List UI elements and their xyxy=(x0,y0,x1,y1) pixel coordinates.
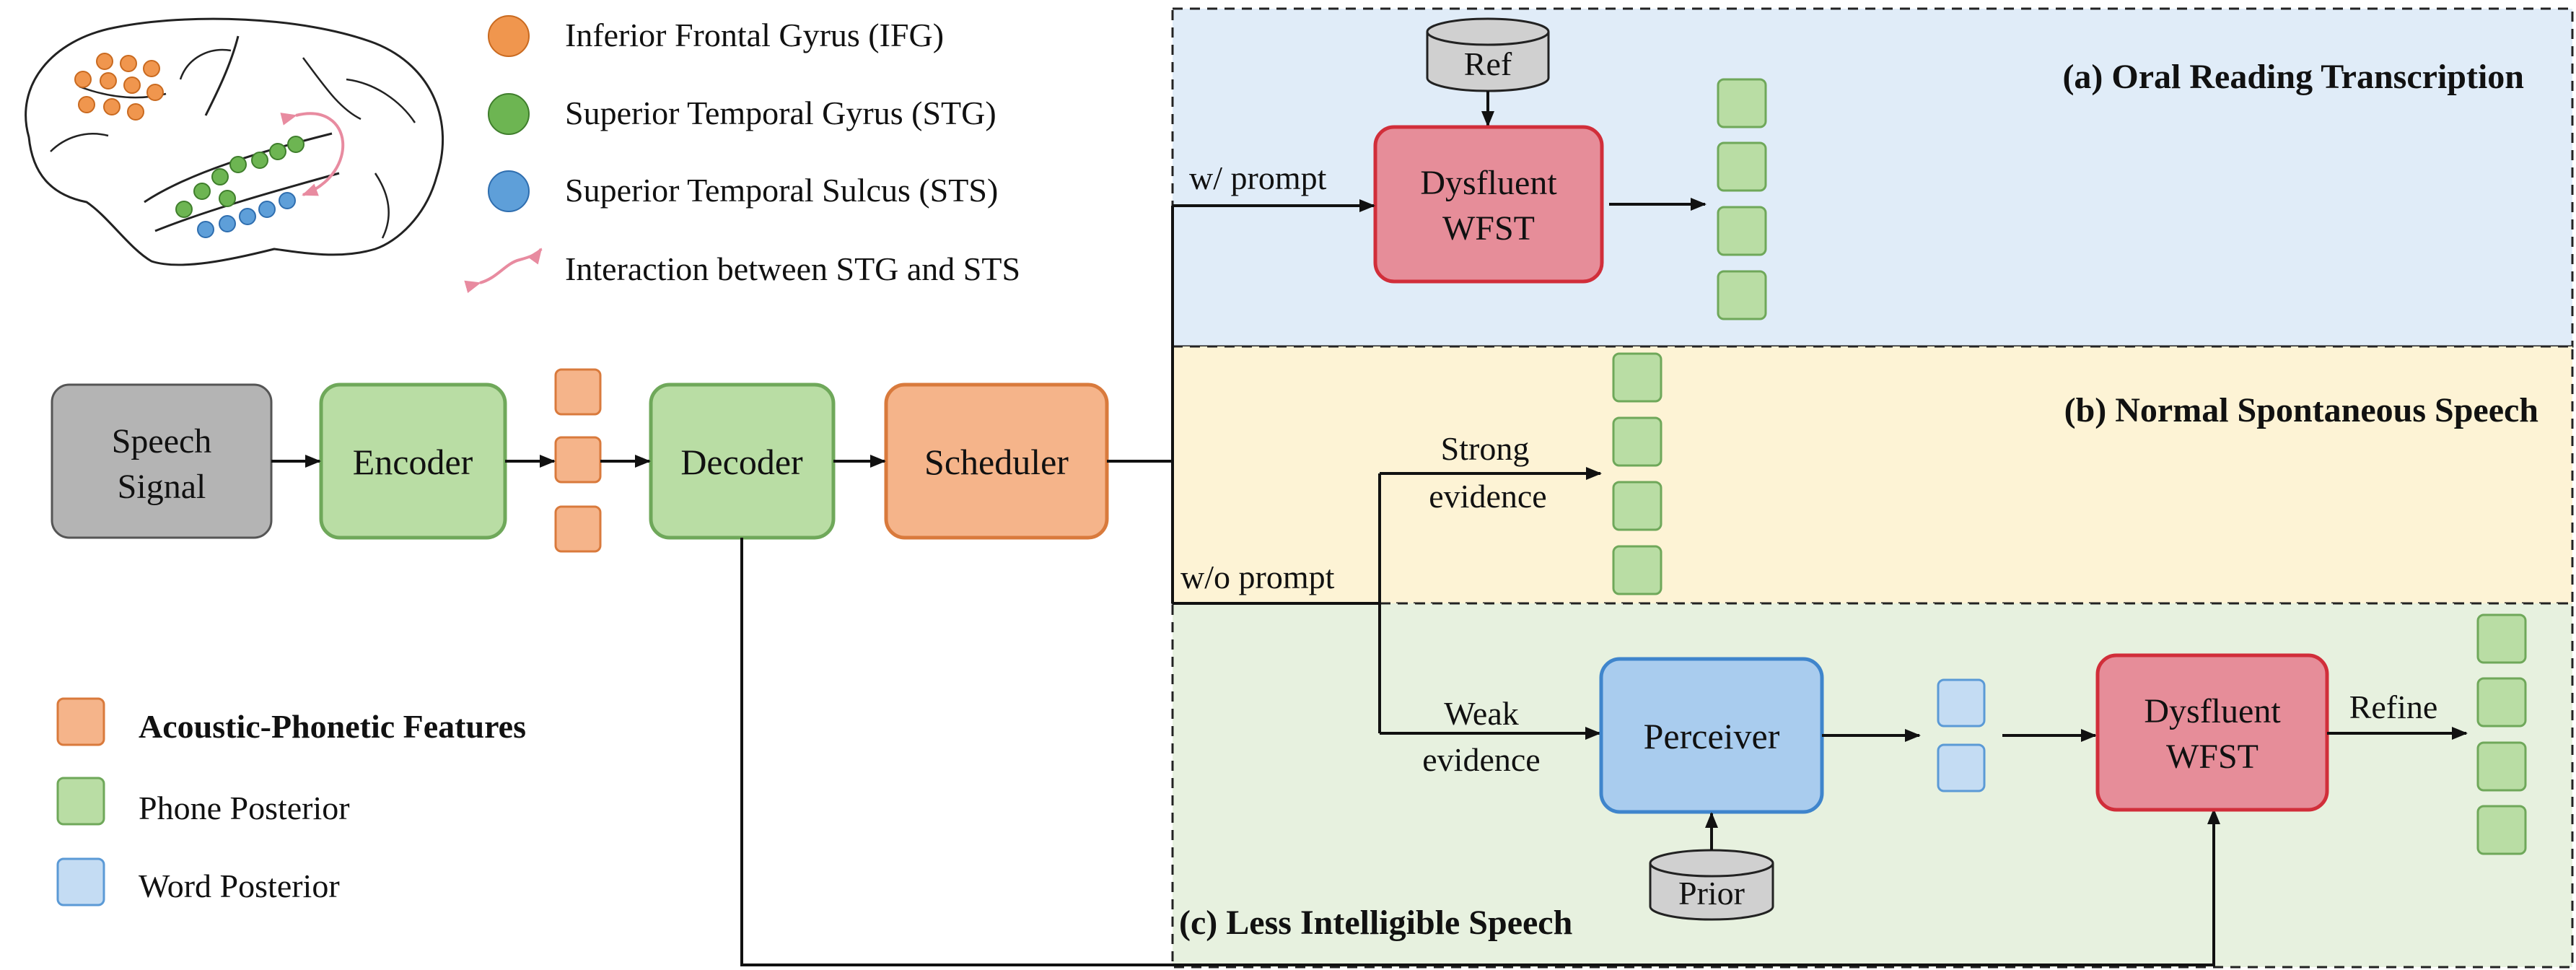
wfst-c-label-line1: Dysfluent xyxy=(2144,692,2281,730)
decoder-label: Decoder xyxy=(680,442,803,482)
word-legend-label: Word Posterior xyxy=(139,868,340,904)
ifg-legend-dot xyxy=(488,15,530,57)
strong-evidence-label-line2: evidence xyxy=(1429,478,1546,515)
refine-label: Refine xyxy=(2349,689,2438,725)
panel-c-title: (c) Less Intelligible Speech xyxy=(1179,904,1572,942)
wfst-c-label-line2: WFST xyxy=(2166,738,2259,776)
encoder-label: Encoder xyxy=(353,442,473,482)
word-legend-swatch xyxy=(56,857,105,906)
scheduler-label: Scheduler xyxy=(924,442,1069,482)
speech-signal-label-line2: Signal xyxy=(118,468,206,506)
sts-legend-label: Superior Temporal Sulcus (STS) xyxy=(565,172,998,209)
wfst-a-node: Dysfluent WFST xyxy=(1373,125,1604,284)
wfst-c-node: Dysfluent WFST xyxy=(2095,653,2329,812)
panel-b-title: (b) Normal Spontaneous Speech xyxy=(2064,391,2538,429)
phone-posterior-stack-a xyxy=(1717,78,1767,320)
interaction-legend-icon xyxy=(464,248,543,294)
phone-posterior-stack-c xyxy=(2476,613,2527,855)
weak-evidence-label-line2: evidence xyxy=(1422,741,1540,778)
panel-c xyxy=(1171,602,2574,969)
without-prompt-label: w/o prompt xyxy=(1180,559,1335,595)
word-posterior-stack xyxy=(1937,678,1986,792)
speech-signal-label-line1: Speech xyxy=(112,422,212,460)
wfst-a-label-line2: WFST xyxy=(1442,209,1535,248)
pipeline-arrows xyxy=(271,206,2220,966)
scheduler-node: Scheduler xyxy=(884,383,1109,540)
stg-legend-label: Superior Temporal Gyrus (STG) xyxy=(565,95,996,131)
legend-top: Inferior Frontal Gyrus (IFG) Superior Te… xyxy=(464,15,1020,294)
prior-label: Prior xyxy=(1678,875,1745,912)
decoder-node: Decoder xyxy=(649,383,836,540)
phone-legend-label: Phone Posterior xyxy=(139,790,350,826)
perceiver-label: Perceiver xyxy=(1644,716,1780,756)
panel-a-title: (a) Oral Reading Transcription xyxy=(2062,58,2524,96)
acoustic-legend-swatch xyxy=(56,697,105,746)
ref-label: Ref xyxy=(1464,45,1512,82)
ifg-legend-label: Inferior Frontal Gyrus (IFG) xyxy=(565,17,944,53)
strong-evidence-label-line1: Strong xyxy=(1441,430,1530,467)
perceiver-node: Perceiver xyxy=(1599,657,1824,814)
speech-signal-node: Speech Signal xyxy=(51,383,273,539)
ifg-dots xyxy=(74,53,164,121)
stg-legend-dot xyxy=(488,93,530,135)
sts-legend-dot xyxy=(488,170,530,212)
sts-dots xyxy=(197,192,296,238)
phone-legend-swatch xyxy=(56,777,105,826)
encoder-node: Encoder xyxy=(319,383,507,540)
weak-evidence-label-line1: Weak xyxy=(1444,695,1519,732)
ref-cylinder: Ref xyxy=(1426,17,1550,92)
acoustic-legend-label: Acoustic-Phonetic Features xyxy=(139,708,526,745)
brain-illustration xyxy=(25,17,444,266)
acoustic-feature-stack xyxy=(554,368,602,553)
legend-bottom: Acoustic-Phonetic Features Phone Posteri… xyxy=(56,697,526,906)
prior-cylinder: Prior xyxy=(1649,849,1774,921)
phone-posterior-stack-b xyxy=(1612,352,1662,595)
interaction-legend-label: Interaction between STG and STS xyxy=(565,250,1020,287)
stg-sts-interaction-arrow xyxy=(280,112,345,196)
wfst-a-label-line1: Dysfluent xyxy=(1420,164,1557,202)
with-prompt-label: w/ prompt xyxy=(1189,160,1327,196)
